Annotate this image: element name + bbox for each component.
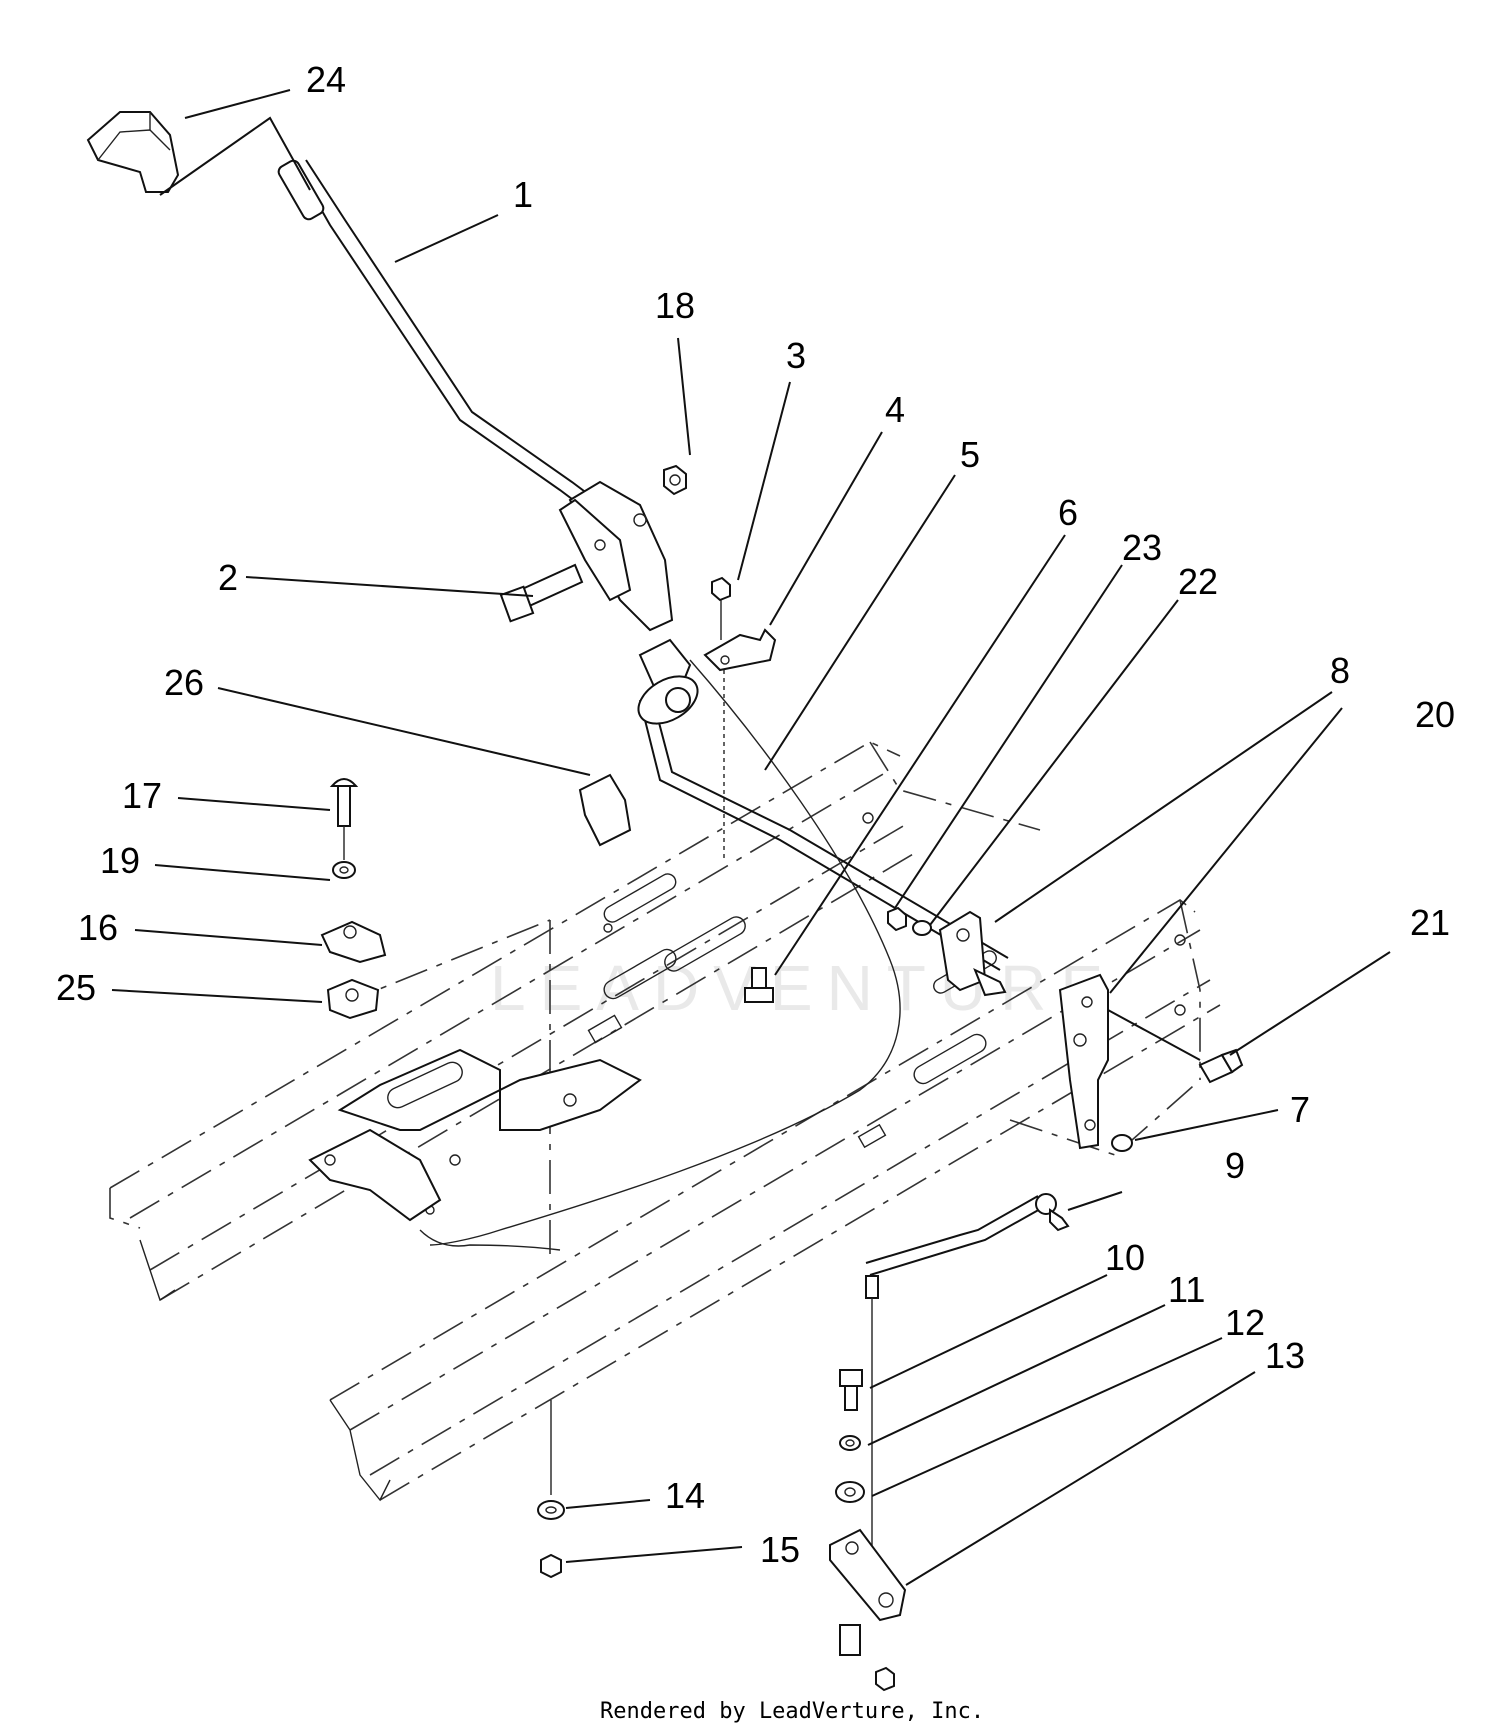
render-credit: Rendered by LeadVerture, Inc. bbox=[600, 1699, 984, 1724]
callout-13: 13 bbox=[1265, 1335, 1305, 1376]
bolt-10 bbox=[839, 1369, 863, 1411]
callout-25: 25 bbox=[56, 967, 96, 1008]
callout-2: 2 bbox=[218, 557, 238, 598]
callout-16: 16 bbox=[78, 907, 118, 948]
lock-washer-11 bbox=[839, 1435, 861, 1451]
callout-22: 22 bbox=[1178, 561, 1218, 602]
control-cable bbox=[429, 659, 901, 1246]
bolt-21 bbox=[1198, 1048, 1244, 1084]
nut-7 bbox=[1111, 1134, 1133, 1152]
callout-10: 10 bbox=[1105, 1237, 1145, 1278]
nut-15 bbox=[540, 1553, 562, 1579]
callout-12: 12 bbox=[1225, 1302, 1265, 1343]
nut-18 bbox=[663, 464, 687, 496]
callout-3: 3 bbox=[786, 335, 806, 376]
washer-14 bbox=[537, 1400, 565, 1520]
pivot-bracket bbox=[558, 480, 692, 702]
callout-15: 15 bbox=[760, 1529, 800, 1570]
callout-21: 21 bbox=[1410, 902, 1450, 943]
washer-22 bbox=[887, 906, 932, 936]
frame-rails bbox=[109, 741, 1221, 1502]
callout-9: 9 bbox=[1225, 1145, 1245, 1186]
washer-19 bbox=[332, 861, 356, 879]
leader-lines bbox=[111, 89, 1391, 1586]
callout-18: 18 bbox=[655, 285, 695, 326]
callout-5: 5 bbox=[960, 434, 980, 475]
callout-1: 1 bbox=[513, 174, 533, 215]
spacer-26 bbox=[578, 675, 699, 847]
bracket-20 bbox=[1058, 973, 1201, 1150]
callout-23: 23 bbox=[1122, 527, 1162, 568]
callout-6: 6 bbox=[1058, 492, 1078, 533]
washer-12 bbox=[835, 1481, 865, 1503]
callout-20: 20 bbox=[1415, 694, 1455, 735]
carriage-bolt-17 bbox=[329, 778, 359, 860]
clamp-4 bbox=[703, 576, 777, 860]
callout-19: 19 bbox=[100, 840, 140, 881]
callout-8: 8 bbox=[1330, 650, 1350, 691]
seat-bracket bbox=[308, 1048, 642, 1251]
watermark: LEADVENTURE bbox=[490, 952, 1117, 1024]
lever-knob bbox=[86, 111, 180, 193]
clip-16 bbox=[320, 920, 387, 964]
callout-labels: 24 1 18 3 4 5 6 23 22 2 26 8 20 17 19 16… bbox=[56, 59, 1455, 1570]
plate-25 bbox=[326, 978, 380, 1020]
callout-24: 24 bbox=[306, 59, 346, 100]
bolt-2 bbox=[499, 563, 584, 623]
callout-17: 17 bbox=[122, 775, 162, 816]
bracket-8 bbox=[938, 910, 1007, 997]
shift-rod bbox=[865, 1193, 1070, 1560]
bolt-6 bbox=[744, 967, 774, 1003]
link-13 bbox=[829, 1528, 907, 1692]
callout-14: 14 bbox=[665, 1475, 705, 1516]
callout-26: 26 bbox=[164, 662, 204, 703]
callout-7: 7 bbox=[1290, 1089, 1310, 1130]
callout-11: 11 bbox=[1168, 1269, 1205, 1310]
callout-4: 4 bbox=[885, 389, 905, 430]
